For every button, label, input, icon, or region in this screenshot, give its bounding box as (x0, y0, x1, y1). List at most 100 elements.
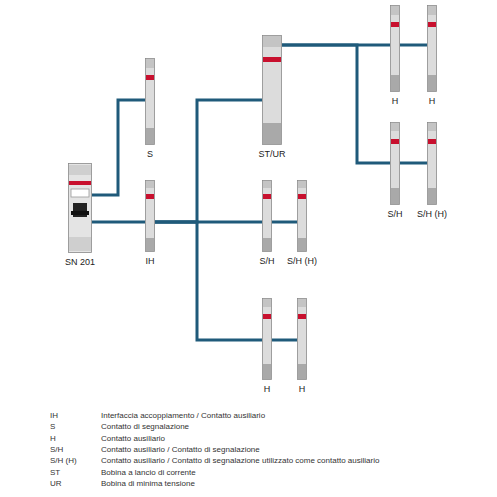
module-bottom (428, 75, 436, 91)
module-top (146, 181, 154, 188)
auxiliary-module: H (427, 5, 437, 92)
legend-code: S (50, 422, 55, 432)
module-housing (298, 181, 307, 252)
module-label: H (428, 96, 437, 107)
module-band (263, 57, 281, 62)
module-band (146, 194, 154, 199)
module-body (427, 122, 437, 205)
module-body (297, 298, 307, 380)
legend-description: Bobina di minima tensione (101, 479, 195, 489)
legend-description: Contatto ausiliario / Contatto di segnal… (101, 456, 379, 466)
module-bottom (263, 123, 281, 144)
module-body (427, 5, 437, 92)
module-bottom (146, 128, 154, 144)
module-label: H (263, 384, 272, 395)
module-band (263, 314, 271, 319)
auxiliary-module: ST/UR (262, 35, 282, 145)
module-band (391, 22, 399, 27)
legend-description: Contatto di segnalazione (101, 422, 189, 432)
module-band (428, 139, 436, 144)
legend-description: Contatto ausiliario / Contatto di segnal… (101, 445, 260, 455)
auxiliary-module: S (145, 58, 155, 145)
auxiliary-module: S/H (390, 122, 400, 205)
breaker-window (71, 189, 89, 197)
circuit-breaker: SN 201 (68, 163, 92, 253)
module-band (298, 314, 306, 319)
auxiliary-module: IH (145, 180, 155, 252)
wiring-link (155, 222, 262, 340)
module-label: H (298, 384, 307, 395)
breaker-housing (69, 164, 92, 253)
wiring-link (272, 339, 297, 342)
wiring-link (92, 100, 145, 195)
module-label: H (391, 96, 400, 107)
module-band (298, 194, 306, 199)
auxiliary-module: S/H (H) (427, 122, 437, 205)
module-body (262, 35, 282, 145)
legend-description: Bobina a lancio di corrente (101, 468, 196, 478)
module-label: IH (145, 256, 156, 267)
legend-code: UR (50, 479, 62, 489)
wiring-link (155, 100, 262, 222)
wiring-link (92, 221, 145, 224)
wiring-link (400, 44, 427, 47)
breaker-lever (71, 211, 89, 215)
legend-code: IH (50, 411, 58, 421)
legend-code: S/H (H) (50, 456, 77, 466)
auxiliary-module: S/H (262, 180, 272, 252)
module-housing (428, 6, 437, 92)
auxiliary-module: H (297, 298, 307, 380)
module-body (390, 122, 400, 205)
module-label: S/H (258, 256, 275, 267)
module-housing (263, 181, 272, 252)
module-band (391, 139, 399, 144)
module-body (262, 180, 272, 252)
module-housing (263, 299, 272, 380)
module-band (263, 194, 271, 199)
module-top (263, 36, 281, 47)
module-top (428, 123, 436, 131)
auxiliary-module: S/H (H) (297, 180, 307, 252)
module-band (146, 75, 154, 80)
auxiliary-module: H (390, 5, 400, 92)
module-top (298, 299, 306, 307)
legend-code: ST (50, 468, 60, 478)
module-bottom (391, 75, 399, 91)
module-housing (298, 299, 307, 380)
module-housing (146, 59, 155, 145)
wiring-link (282, 45, 390, 163)
module-bottom (298, 364, 306, 379)
module-housing (146, 181, 155, 252)
legend-code: H (50, 434, 56, 444)
module-band (428, 22, 436, 27)
module-label: S/H (386, 209, 403, 220)
module-label: S/H (H) (286, 256, 318, 267)
wiring-link (400, 162, 427, 165)
module-bottom (146, 238, 154, 251)
module-bottom (391, 188, 399, 204)
legend-code: S/H (50, 445, 63, 455)
module-body (390, 5, 400, 92)
module-housing (263, 36, 282, 145)
module-bottom (263, 364, 271, 379)
legend-description: Contatto ausiliario (101, 434, 165, 444)
breaker-bottom (69, 237, 91, 251)
module-top (263, 299, 271, 307)
module-housing (391, 123, 400, 205)
module-top (428, 6, 436, 15)
module-top (263, 181, 271, 188)
module-top (391, 123, 399, 131)
module-body (68, 163, 92, 253)
module-housing (428, 123, 437, 205)
module-label: SN 201 (64, 257, 96, 268)
module-top (146, 59, 154, 68)
module-bottom (298, 238, 306, 251)
auxiliary-module: H (262, 298, 272, 380)
module-body (145, 58, 155, 145)
module-top (298, 181, 306, 188)
module-body (262, 298, 272, 380)
module-top (391, 6, 399, 15)
module-housing (391, 6, 400, 92)
breaker-band (69, 181, 91, 185)
